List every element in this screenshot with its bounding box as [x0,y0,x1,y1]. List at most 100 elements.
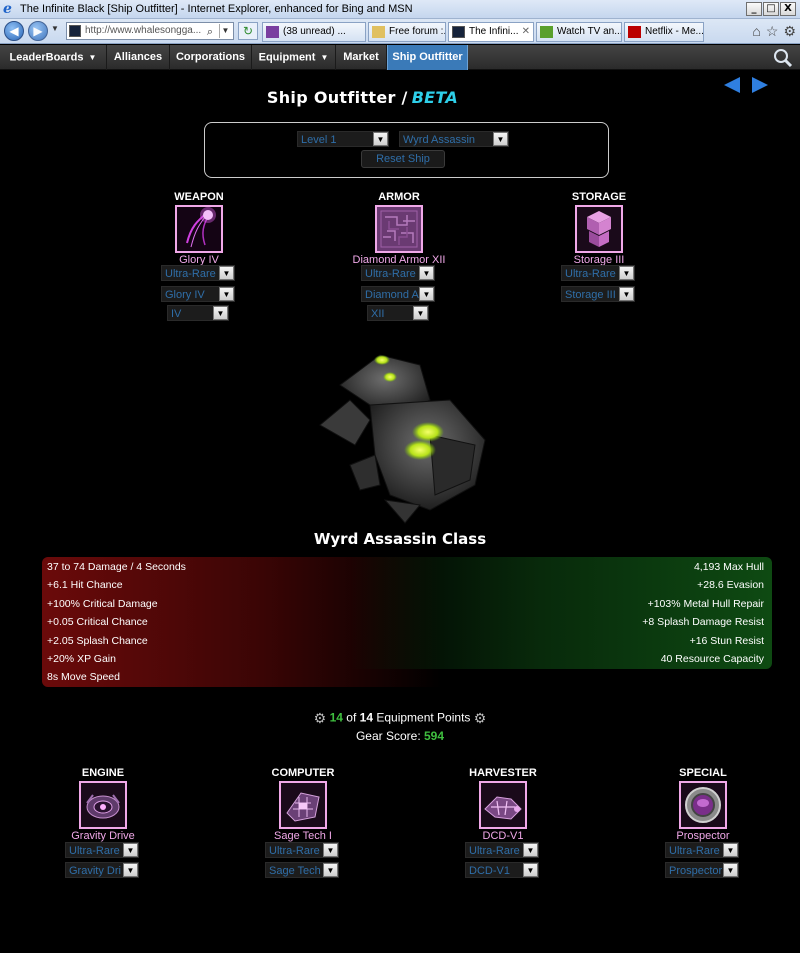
weapon-plasma-icon[interactable] [175,205,223,253]
slot-item-name: Gravity Drive [71,830,135,842]
window-titlebar: e The Infinite Black [Ship Outfitter] - … [0,0,800,19]
url-dropdown-icon[interactable]: ▼ [219,24,231,38]
stat-offense: +6.1 Hit Chance [47,579,123,591]
chevron-down-icon: ▼ [320,53,329,62]
reset-ship-button[interactable]: Reset Ship [361,150,445,168]
slot-item-name: Prospector [676,830,730,842]
home-icon[interactable]: ⌂ [752,23,761,39]
stat-defense: +8 Splash Damage Resist [642,616,764,628]
chevron-down-icon: ▼ [619,287,634,301]
stat-offense: +2.05 Splash Chance [47,635,148,647]
defense-stats-bg [352,557,772,669]
level-select[interactable]: Level 1▼ [297,131,389,147]
chevron-down-icon: ▼ [619,266,634,280]
window-controls: _ □ X [746,2,796,16]
engine-item-select[interactable]: Gravity Dri▼ [65,862,139,878]
close-tab-icon[interactable]: ✕ [521,26,530,37]
armor-tier-select[interactable]: XII▼ [367,305,429,321]
points-of: of [346,710,357,725]
stat-offense: +20% XP Gain [47,653,116,665]
compat-refresh-button[interactable]: ↻ [238,22,258,40]
nav-leaderboards[interactable]: LeaderBoards▼ [0,45,107,70]
favorites-star-icon[interactable]: ☆ [765,23,779,39]
chevron-down-icon: ▼ [219,266,234,280]
points-total: 14 [359,710,373,725]
stat-offense: 37 to 74 Damage / 4 Seconds [47,561,186,573]
armor-plate-icon[interactable] [375,205,423,253]
engine-rarity-select[interactable]: Ultra-Rare▼ [65,842,139,858]
netflix-icon [628,26,641,38]
slot-storage: STORAGE Storage III [544,191,654,266]
stat-defense: +16 Stun Resist [689,635,764,647]
nav-equipment[interactable]: Equipment▼ [252,45,336,70]
weapon-rarity-select[interactable]: Ultra-Rare▼ [161,265,235,281]
special-rarity-select[interactable]: Ultra-Rare▼ [665,842,739,858]
browser-tools: ⌂ ☆ ⚙ [752,23,796,39]
chevron-down-icon: ▼ [419,287,434,301]
chevron-down-icon: ▼ [123,843,138,857]
weapon-item-select[interactable]: Glory IV▼ [161,286,235,302]
tab-watch-tv[interactable]: Watch TV an... [536,22,622,42]
chevron-down-icon: ▼ [88,53,97,62]
address-bar: ◀ ▶ ▼ http://www.whalesongga... ⌕ ▼ ↻ (3… [0,19,800,44]
chevron-down-icon: ▼ [723,843,738,857]
engine-icon[interactable] [79,781,127,829]
slot-item-name: Diamond Armor XII [352,254,446,266]
nav-ship-outfitter[interactable]: Ship Outfitter [387,45,468,70]
nav-alliances[interactable]: Alliances [107,45,170,70]
slot-label: HARVESTER [469,767,537,779]
computer-rarity-select[interactable]: Ultra-Rare▼ [265,842,339,858]
tab-forum[interactable]: Free forum :... [368,22,446,42]
url-input[interactable]: http://www.whalesongga... ⌕ ▼ [66,22,234,40]
previous-ship-arrow-icon[interactable] [724,77,740,93]
search-icon[interactable]: ⌕ [206,26,213,38]
site-nav: LeaderBoards▼ Alliances Corporations Equ… [0,45,800,70]
site-icon [452,26,465,38]
stat-offense: +0.05 Critical Chance [47,616,148,628]
next-ship-arrow-icon[interactable] [752,77,768,93]
slot-armor: ARMOR Diamond Armor XII [344,191,454,266]
slot-label: ENGINE [81,767,125,779]
search-icon[interactable] [772,47,794,69]
slot-label: STORAGE [571,191,627,203]
maximize-button[interactable]: □ [763,2,779,16]
armor-item-select[interactable]: Diamond A▼ [361,286,435,302]
chevron-down-icon: ▼ [523,843,538,857]
tab-mail[interactable]: (38 unread) ... [262,22,366,42]
tab-infinite-black[interactable]: The Infini... ✕ [448,22,534,42]
ship-config-panel [204,122,609,178]
nav-market[interactable]: Market [336,45,387,70]
slot-harvester: HARVESTER DCD-V1 [448,767,558,842]
history-dropdown-icon[interactable]: ▼ [51,24,59,33]
chevron-down-icon: ▼ [323,843,338,857]
computer-item-select[interactable]: Sage Tech▼ [265,862,339,878]
slot-weapon: WEAPON Glory IV [144,191,254,266]
forum-icon [372,26,385,38]
points-used: 14 [329,710,343,725]
window-title: The Infinite Black [Ship Outfitter] - In… [20,3,413,15]
special-item-select[interactable]: Prospector▼ [665,862,739,878]
armor-rarity-select[interactable]: Ultra-Rare▼ [361,265,435,281]
storage-rarity-select[interactable]: Ultra-Rare▼ [561,265,635,281]
weapon-tier-select[interactable]: IV▼ [167,305,229,321]
harvester-item-select[interactable]: DCD-V1▼ [465,862,539,878]
tab-netflix[interactable]: Netflix - Me... [624,22,704,42]
back-button[interactable]: ◀ [4,21,24,41]
close-window-button[interactable]: X [780,2,796,16]
ship-select[interactable]: Wyrd Assassin▼ [399,131,509,147]
harvester-rarity-select[interactable]: Ultra-Rare▼ [465,842,539,858]
harvester-drill-icon[interactable] [479,781,527,829]
prospector-ring-icon[interactable] [679,781,727,829]
gear-icon[interactable]: ⚙ [783,23,796,39]
storage-cubes-icon[interactable] [575,205,623,253]
computer-chip-icon[interactable] [279,781,327,829]
stat-defense: +28.6 Evasion [697,579,764,591]
gear-icon: ⚙ [313,710,327,726]
storage-item-select[interactable]: Storage III▼ [561,286,635,302]
nav-corporations[interactable]: Corporations [170,45,252,70]
minimize-button[interactable]: _ [746,2,762,16]
slot-computer: COMPUTER Sage Tech I [248,767,358,842]
slot-item-name: Glory IV [179,254,219,266]
ship-class-title: Wyrd Assassin Class [313,530,487,548]
forward-button[interactable]: ▶ [28,21,48,41]
